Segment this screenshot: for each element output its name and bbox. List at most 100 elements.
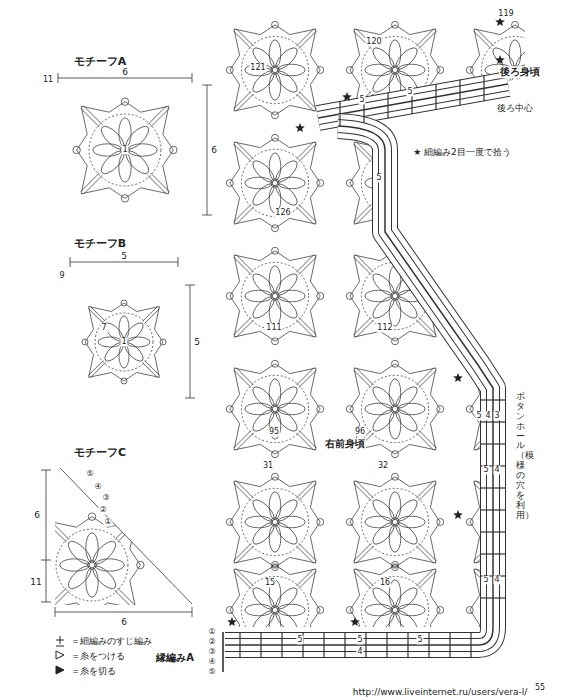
chart-stroke [241,262,308,329]
chart-stroke [269,524,281,552]
star-marks [227,17,505,626]
chart-stroke [245,516,273,528]
chart-stroke [272,247,279,254]
chart-stroke [536,255,554,273]
chart-stroke [296,569,314,587]
edging-row [225,126,493,645]
chart-stroke [296,433,314,451]
chart-stroke [419,430,437,448]
chart-stroke [557,519,562,526]
chart-stroke [356,207,374,225]
chart-stroke [511,292,519,300]
chart-stroke [273,294,301,322]
chart-stroke [226,519,233,526]
chart-stroke [393,497,421,525]
chart-stroke [419,543,437,561]
flower-motif [226,247,323,344]
chart-stroke [350,477,440,567]
chart-stroke [273,271,301,299]
note: ★ 細編み2目一度で拾う [412,147,512,157]
chart-stroke [511,179,519,187]
chart-stroke [250,271,278,299]
chart-stroke [272,134,279,141]
chart-stroke [236,546,254,564]
edging-row [318,84,508,118]
chart-stroke [271,518,279,526]
dimension: 6 [33,510,41,520]
chart-stroke [539,204,557,222]
chart-stroke [234,370,252,388]
chart-stroke [137,561,144,568]
edging-row [225,126,493,645]
chart-stroke [354,204,372,222]
row-number: ① [103,517,112,526]
chart-stroke [419,204,437,222]
chart-stroke [354,317,372,335]
chart-stroke [230,138,320,228]
chart-stroke [536,94,554,112]
chart-stroke [88,561,97,570]
chart-stroke [356,546,374,564]
chart-stroke [509,298,521,326]
stitch-bar [428,633,429,657]
chart-stroke [536,634,554,652]
chart-stroke [273,497,301,525]
chart-stroke [370,520,398,548]
chart-stroke [241,375,308,442]
chart-stroke [474,204,492,222]
dimension-lines [41,73,212,617]
chart-stroke [365,64,393,76]
chart-stroke [370,294,398,322]
chart-stroke [296,207,314,225]
chart-stroke [148,106,167,125]
chart-stroke [269,266,281,294]
chart-stroke [557,180,562,187]
edging-row [318,84,508,118]
chart-stroke [346,519,353,526]
flower-motif [226,360,323,457]
star-mark [350,617,360,626]
chart-stroke [296,94,314,112]
chart-stroke [117,588,136,607]
chart-stroke [557,607,562,614]
chart-stroke [354,543,372,561]
chart-stroke [389,411,401,439]
chart-stroke [230,477,320,567]
chart-stroke [393,407,421,435]
chart-stroke [299,370,317,388]
chart-stroke [509,266,521,294]
chart-stroke [145,360,160,375]
chart-stroke [73,146,80,153]
chart-stroke [226,180,233,187]
chart-stroke [88,610,95,617]
chart-stroke [474,31,492,49]
chart-stroke [65,538,95,568]
band-count: 4 [493,575,500,584]
chart-stroke [389,379,401,407]
chart-stroke [416,569,434,587]
chart-stroke [517,177,545,189]
chart-stroke [230,25,320,115]
flower-motif [73,98,177,202]
motif-group [40,21,562,658]
chart-stroke [89,538,119,568]
legend-text: ＝糸を切る [70,666,117,676]
chart-stroke [512,225,519,232]
chart-stroke [391,66,399,74]
chart-stroke [539,631,557,649]
chart-stroke [416,29,434,47]
band-count: 4 [356,647,363,656]
chart-stroke [98,337,122,347]
chart-stroke [296,368,314,386]
chart-stroke [356,255,374,273]
motif-number: 16 [379,578,391,587]
chart-stroke [119,344,129,368]
chart-stroke [392,338,399,345]
stitch-bar [481,597,505,598]
band-count: 3 [493,411,500,420]
band-count: 5 [296,635,303,644]
chart-stroke [370,384,398,412]
chart-stroke [509,524,521,552]
chart-stroke [236,433,254,451]
